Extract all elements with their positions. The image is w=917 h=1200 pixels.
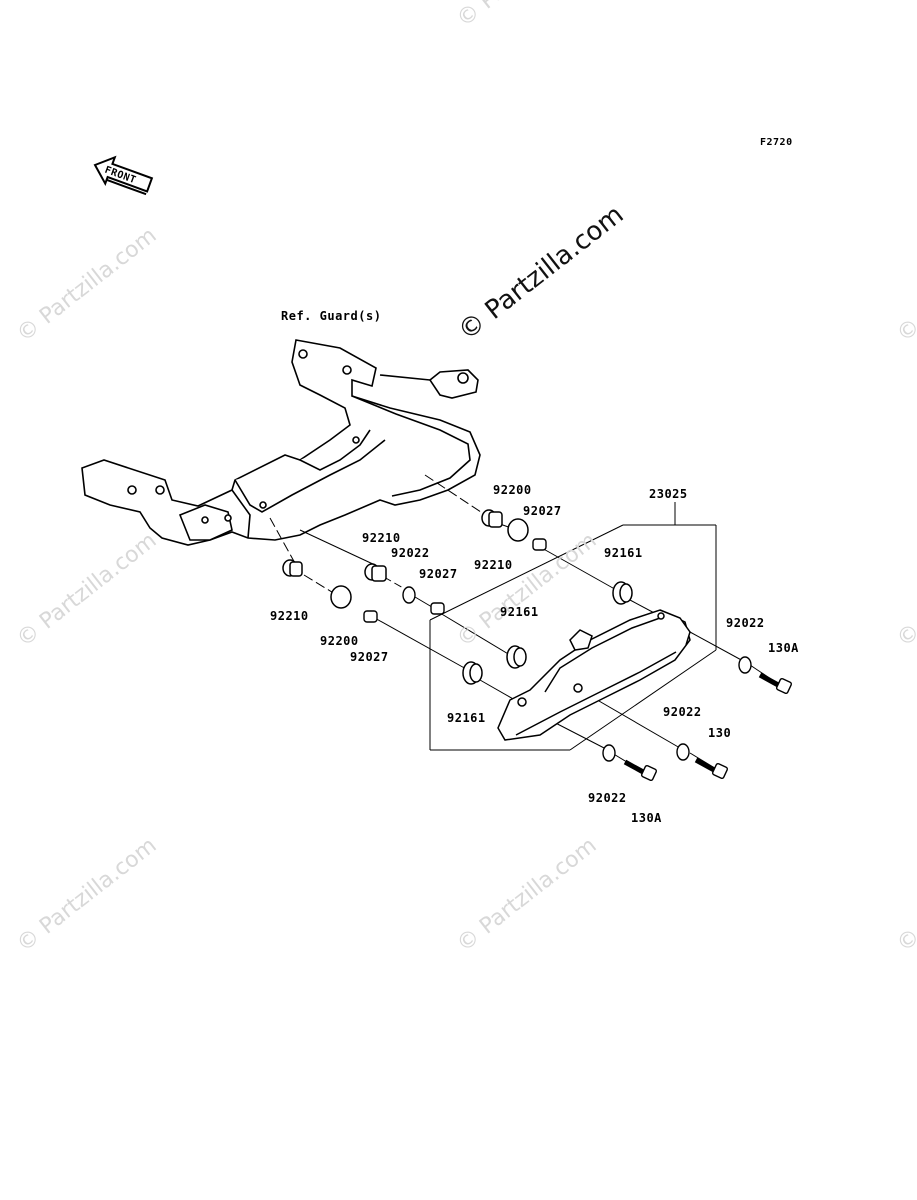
washer-92022-a (402, 586, 416, 604)
part-label: 92210 (362, 531, 401, 545)
part-label: 92022 (588, 791, 627, 805)
part-label: 130A (768, 641, 799, 655)
turn-signal-lamp (497, 609, 691, 741)
part-label: 92022 (663, 705, 702, 719)
part-label: 92161 (447, 711, 486, 725)
part-label: 92022 (726, 616, 765, 630)
part-label: 92022 (391, 546, 430, 560)
part-label: 92161 (500, 605, 539, 619)
collar-92027-c (363, 610, 378, 623)
bolt-130A-lower (623, 759, 658, 782)
grommet-92161-a (612, 581, 633, 605)
part-label: 130 (708, 726, 732, 740)
washer-92022-b (738, 656, 752, 674)
part-label: 23025 (649, 487, 688, 501)
bolt-130A-upper (758, 672, 793, 695)
bolt-130 (694, 757, 729, 780)
grommet-92161-c (462, 661, 483, 685)
part-label: 92200 (493, 483, 532, 497)
washer-92022-c (676, 743, 690, 761)
part-label: 92027 (523, 504, 562, 518)
part-label: 92027 (419, 567, 458, 581)
bushing-92210-left (282, 559, 303, 577)
collar-92210-mid (364, 563, 387, 582)
part-label: 92200 (320, 634, 359, 648)
collar-92210-right (481, 509, 503, 528)
grommet-92200-right (507, 518, 529, 542)
ref-guard-label: Ref. Guard(s) (281, 309, 382, 323)
front-arrow-icon (93, 155, 154, 196)
collar-92027-b (430, 602, 445, 615)
grommet-92161-b (506, 645, 527, 669)
part-label: 92210 (270, 609, 309, 623)
figure-code: F2720 (760, 137, 793, 148)
part-label: 92161 (604, 546, 643, 560)
guard-bracket (81, 339, 481, 546)
washer-92022-d (602, 744, 616, 762)
grommet-92200-left (330, 585, 352, 609)
part-label: 130A (631, 811, 662, 825)
part-label: 92027 (350, 650, 389, 664)
part-label: 92210 (474, 558, 513, 572)
collar-92027-a (532, 538, 547, 551)
